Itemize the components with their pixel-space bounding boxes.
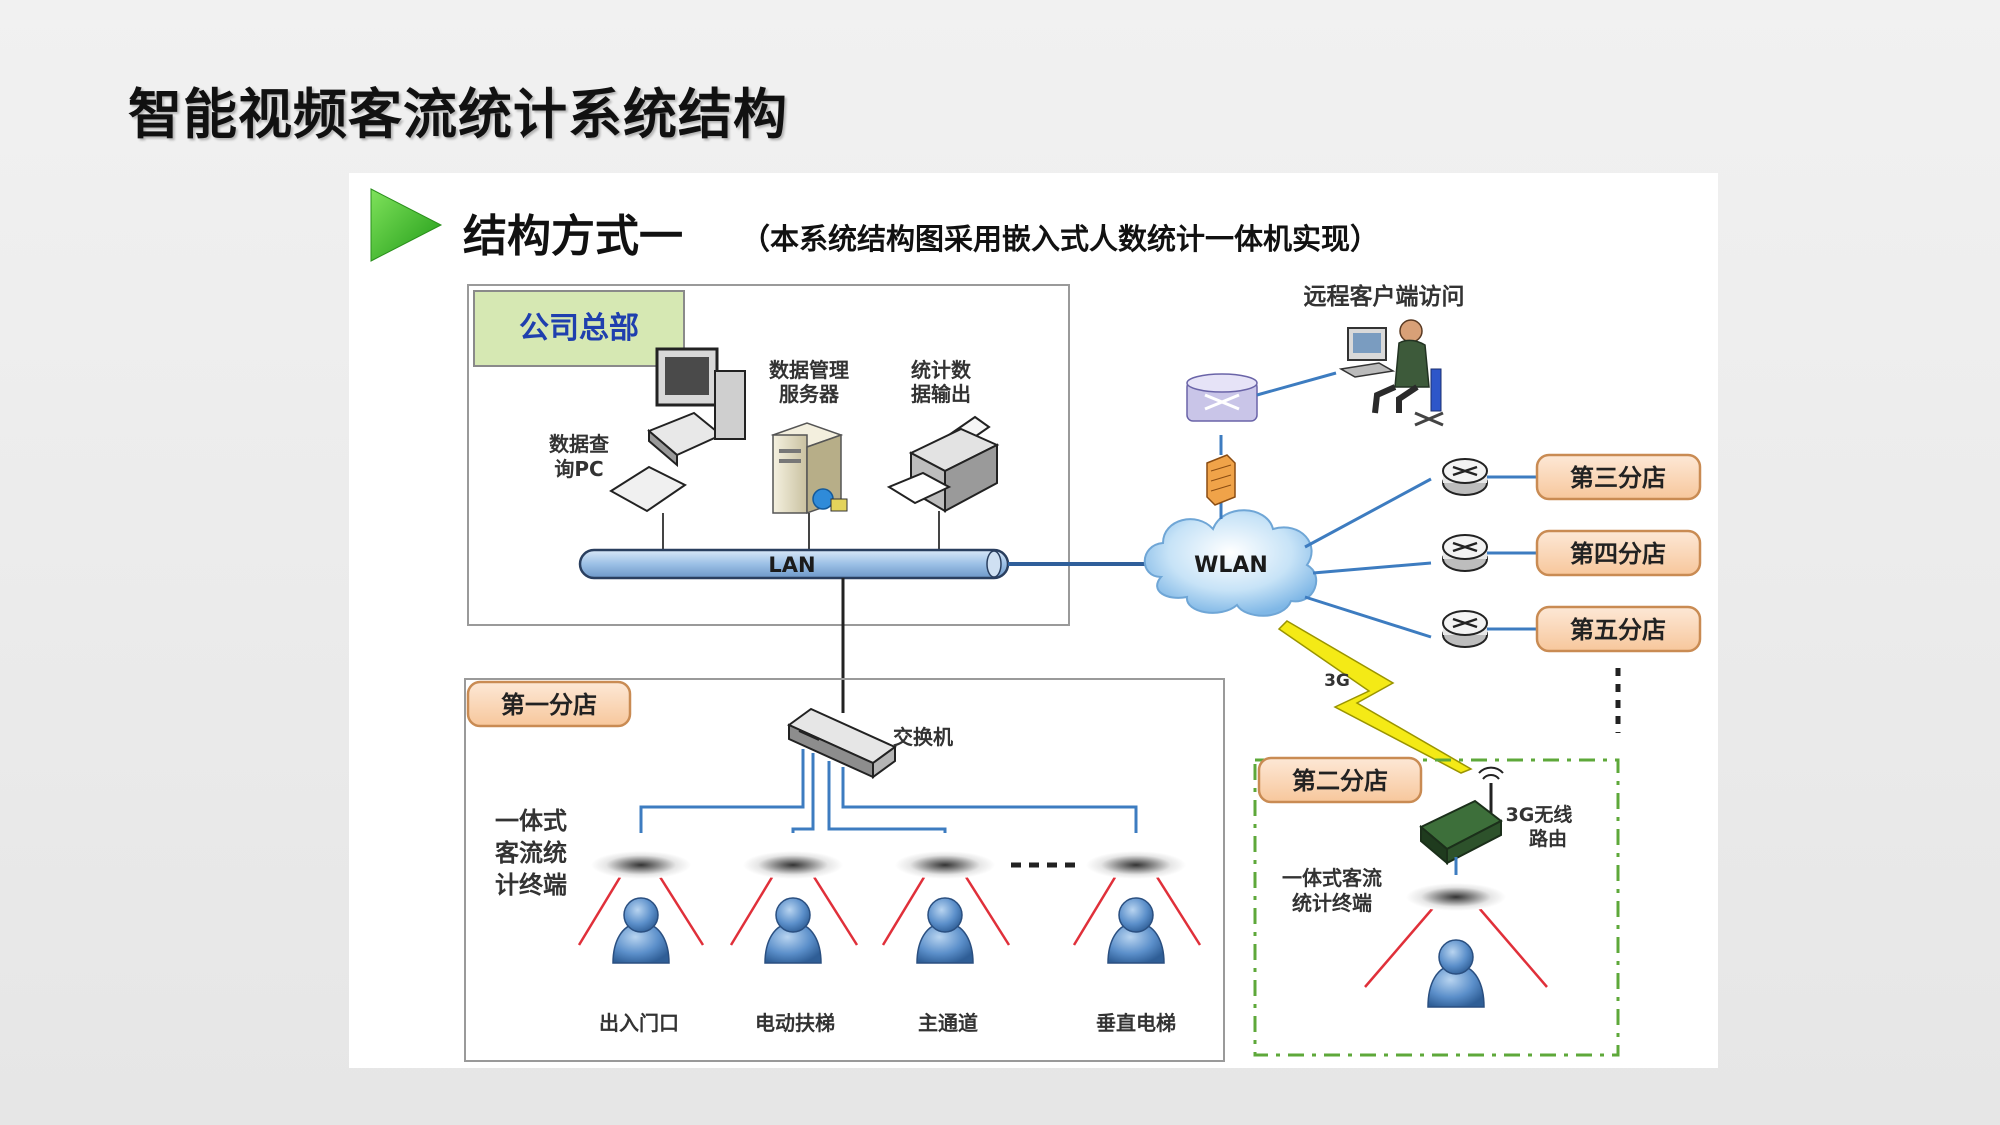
server-label-1: 数据管理 — [769, 358, 849, 382]
wlan-cloud-icon — [1143, 509, 1318, 617]
switch-icon — [787, 707, 897, 779]
person-icon — [1107, 897, 1165, 964]
location-main-aisle: 主通道 — [918, 1011, 978, 1035]
camera-escalator — [729, 851, 859, 946]
person-icon — [1427, 939, 1485, 1008]
location-elevator: 垂直电梯 — [1096, 1011, 1176, 1035]
wlan-text: WLAN — [1194, 553, 1268, 578]
diagram-panel: 结构方式一 （本系统结构图采用嵌入式人数统计一体机实现） 公司总部 数据查 询P… — [349, 173, 1718, 1068]
query-pc-icon — [609, 347, 746, 513]
diagram-subheading: （本系统结构图采用嵌入式人数统计一体机实现） — [741, 222, 1379, 256]
router-4-icon — [1442, 534, 1488, 572]
hq-label: 公司总部 — [519, 311, 639, 346]
remote-label: 远程客户端访问 — [1304, 283, 1465, 310]
output-label-2: 据输出 — [911, 382, 971, 406]
router-3-icon — [1442, 458, 1488, 496]
branch-5-label: 第五分店 — [1570, 616, 1666, 644]
server-label-2: 服务器 — [779, 382, 840, 406]
branch-4-box — [1535, 529, 1702, 577]
b2-terminal-label-2: 统计终端 — [1292, 891, 1372, 915]
query-pc-label-2: 询PC — [554, 457, 603, 481]
camera-main-aisle — [881, 851, 1011, 946]
lightning-3g-icon — [1277, 620, 1473, 774]
branch-1-box — [466, 680, 632, 728]
branch-4-label: 第四分店 — [1570, 540, 1666, 568]
slide-title: 智能视频客流统计系统结构 — [128, 83, 788, 146]
branch-3-box — [1535, 453, 1702, 501]
person-icon — [612, 897, 670, 964]
terminal-label-2: 客流统 — [495, 839, 567, 867]
camera-elevator — [1072, 851, 1202, 946]
branch-1-frame — [464, 678, 1225, 1062]
query-pc-label-1: 数据查 — [549, 432, 609, 456]
branch-1-cabling — [639, 749, 1138, 833]
link-3g-label: 3G — [1324, 671, 1350, 691]
switch-label: 交换机 — [893, 725, 953, 749]
lan-label: LAN — [768, 553, 815, 577]
output-label-1: 统计数 — [911, 358, 972, 382]
printer-icon — [886, 415, 1000, 513]
branch-5-box — [1535, 605, 1702, 653]
router-3g-label-2: 路由 — [1529, 827, 1567, 850]
branch-3-label: 第三分店 — [1570, 464, 1666, 492]
camera-branch-2 — [1364, 883, 1548, 988]
router-5-icon — [1442, 610, 1488, 648]
router-3g-label-1: 3G无线 — [1506, 803, 1573, 826]
branch-2-box — [1257, 756, 1423, 804]
branch-2-label: 第二分店 — [1292, 767, 1388, 795]
diagram-heading: 结构方式一 — [463, 211, 683, 262]
terminal-label-1: 一体式 — [495, 807, 567, 835]
person-icon — [764, 897, 822, 964]
terminal-label-3: 计终端 — [495, 871, 567, 899]
play-arrow-icon — [370, 188, 443, 262]
b2-terminal-label-1: 一体式客流 — [1282, 866, 1382, 890]
camera-entrance — [577, 851, 705, 946]
location-escalator: 电动扶梯 — [755, 1011, 835, 1035]
server-icon — [770, 422, 848, 515]
person-icon — [916, 897, 974, 964]
location-entrance: 出入门口 — [599, 1011, 679, 1035]
hq-frame — [467, 284, 1070, 626]
system-structure-diagram: 结构方式一 （本系统结构图采用嵌入式人数统计一体机实现） 公司总部 数据查 询P… — [370, 188, 1702, 1062]
hq-label-box — [473, 290, 685, 367]
remote-user-icon — [1338, 319, 1444, 427]
branch-2-frame — [1253, 758, 1620, 1057]
router-3g-icon — [1419, 766, 1504, 866]
branch-1-label: 第一分店 — [501, 691, 597, 719]
remote-hub-icon — [1186, 373, 1258, 422]
firewall-icon — [1206, 454, 1236, 506]
